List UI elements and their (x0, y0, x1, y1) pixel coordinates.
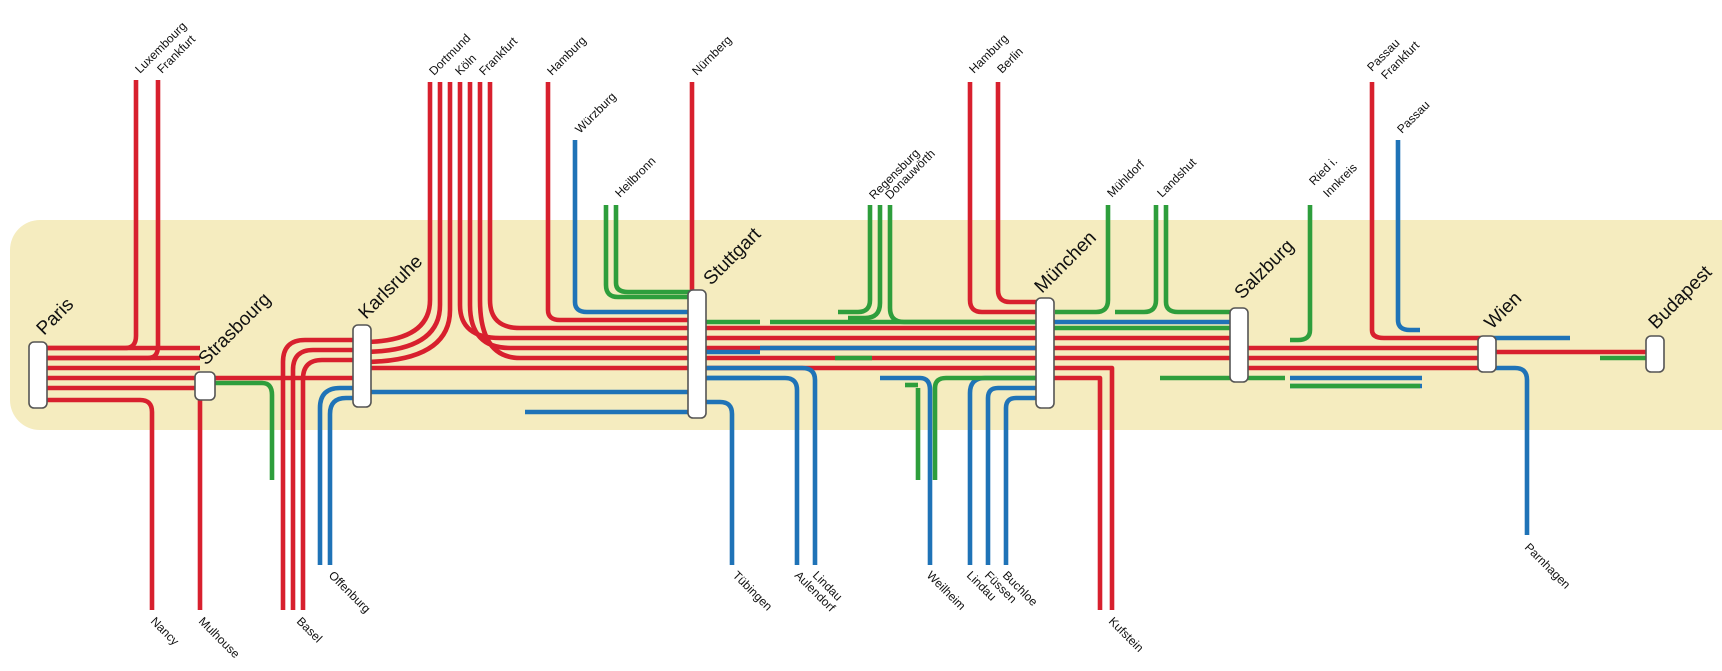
green-line (1163, 205, 1240, 315)
red-line (290, 347, 362, 610)
dest-label-weilheim: Weilheim (924, 568, 969, 613)
destination-labels-bottom: Nancy Mulhouse Basel Offenburg Tübingen … (148, 540, 1573, 661)
dest-label-parndorf: Parnhagen (1522, 540, 1573, 591)
red-line (1045, 365, 1115, 610)
red-line (40, 80, 139, 351)
dest-label-passau: Passau (1394, 98, 1432, 136)
blue-line (1395, 140, 1420, 333)
red-line (361, 82, 433, 345)
green-line (613, 205, 695, 295)
destination-labels-top: Luxembourg Frankfurt Dortmund Köln Frank… (132, 19, 1432, 202)
dest-label-muehldorf: Mühldorf (1104, 157, 1147, 200)
red-line (467, 82, 695, 351)
dest-label-nuernberg: Nürnberg (689, 33, 734, 78)
red-line (477, 82, 695, 361)
green-line (848, 205, 883, 321)
dest-label-tuebingen: Tübingen (730, 568, 775, 613)
station-paris[interactable] (28, 341, 48, 409)
red-line (545, 82, 695, 323)
dest-label-landshut: Landshut (1154, 155, 1199, 200)
green-line (1055, 205, 1111, 315)
green-line (932, 375, 1045, 389)
dest-label-mulhouse: Mulhouse (196, 614, 243, 661)
green-line (887, 205, 1045, 325)
blue-line (1487, 365, 1530, 535)
dest-label-frankfurt: Frankfurt (476, 34, 520, 78)
blue-line (695, 375, 800, 565)
green-lines (200, 205, 1655, 480)
dest-label-hamburg: Hamburg (544, 33, 589, 78)
blue-line (327, 395, 362, 565)
corridor-band (10, 220, 1722, 430)
red-line (995, 82, 1045, 305)
dest-label-offenburg: Offenburg (326, 568, 373, 615)
red-line (300, 357, 362, 610)
green-line (838, 205, 873, 315)
blue-line (985, 385, 1045, 565)
red-line (1369, 82, 1487, 341)
station-strasbourg[interactable] (194, 371, 216, 401)
dest-label-basel: Basel (294, 614, 325, 645)
blue-line (695, 399, 735, 565)
green-line (603, 205, 695, 300)
red-line (487, 82, 695, 331)
station-karlsruhe[interactable] (352, 324, 372, 408)
station-muenchen[interactable] (1035, 297, 1055, 409)
red-line (40, 80, 161, 361)
red-line (40, 397, 155, 610)
red-line (457, 82, 695, 341)
red-lines (40, 80, 1655, 610)
green-line (1290, 205, 1313, 343)
blue-line (695, 365, 818, 565)
green-line (1115, 205, 1159, 315)
blue-lines (317, 140, 1570, 565)
red-line (280, 337, 362, 610)
red-line (361, 82, 443, 355)
red-line (967, 82, 1045, 315)
station-stuttgart[interactable] (687, 289, 707, 419)
station-salzburg[interactable] (1229, 307, 1249, 383)
red-line (361, 82, 453, 365)
station-budapest[interactable] (1645, 335, 1665, 373)
red-line (1045, 375, 1103, 610)
dest-label-nancy: Nancy (148, 614, 182, 648)
stations (28, 289, 1665, 419)
dest-label-wuerzburg: Würzburg (572, 89, 619, 136)
dest-label-heilbronn: Heilbronn (612, 154, 658, 200)
blue-line (572, 140, 695, 315)
green-line (200, 380, 275, 480)
dest-label-kufstein: Kufstein (1106, 614, 1147, 655)
station-wien[interactable] (1477, 335, 1497, 373)
blue-line (1003, 395, 1045, 565)
blue-line (317, 385, 362, 565)
blue-line (880, 375, 933, 565)
